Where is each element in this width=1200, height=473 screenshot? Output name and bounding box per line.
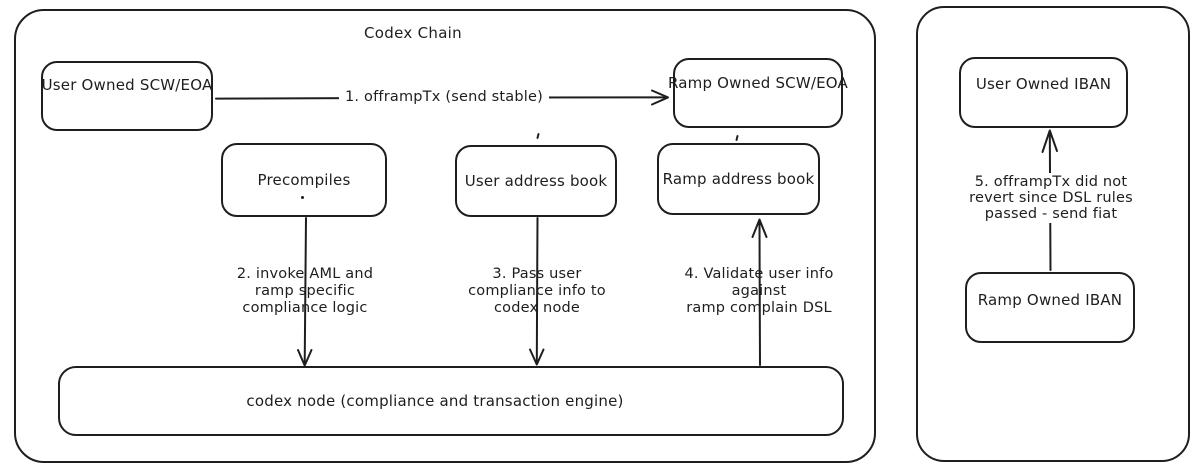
flow-label-4-line-2: against — [731, 283, 787, 299]
node-codex-node-label: codex node (compliance and transaction e… — [246, 392, 624, 410]
node-user-owned-iban: User Owned IBAN — [959, 57, 1128, 128]
node-ramp-owned-scw-eoa-label: Ramp Owned SCW/EOA — [667, 74, 849, 92]
flow-label-5-line-1: 5. offrampTx did not — [974, 174, 1128, 190]
codex-chain-panel — [14, 9, 876, 463]
node-user-owned-iban-label: User Owned IBAN — [975, 75, 1112, 93]
fiat-panel — [916, 6, 1190, 462]
flow-label-2: 2. invoke AML and ramp specific complian… — [237, 266, 373, 317]
stray-dot-precompiles — [301, 196, 304, 199]
flow-label-3-line-1: 3. Pass user — [492, 266, 582, 282]
flow-label-4-line-1: 4. Validate user info — [684, 266, 834, 282]
node-codex-node: codex node (compliance and transaction e… — [58, 366, 844, 436]
node-ramp-owned-iban: Ramp Owned IBAN — [965, 272, 1135, 343]
flow-label-4-line-3: ramp complain DSL — [686, 300, 832, 316]
flow-label-2-line-3: compliance logic — [242, 300, 368, 316]
node-ramp-address-book: Ramp address book — [657, 143, 820, 215]
flow-label-1: 1. offrampTx (send stable) — [338, 88, 550, 106]
node-user-address-book-label: User address book — [464, 172, 608, 190]
node-ramp-owned-iban-label: Ramp Owned IBAN — [977, 291, 1123, 309]
flow-label-2-line-1: 2. invoke AML and — [236, 266, 374, 282]
node-user-address-book: User address book — [455, 145, 617, 217]
flow-label-2-line-2: ramp specific — [254, 283, 356, 299]
node-precompiles-label: Precompiles — [257, 171, 351, 189]
node-user-owned-scw-eoa-label: User Owned SCW/EOA — [41, 76, 213, 94]
flow-label-3-line-3: codex node — [493, 300, 581, 316]
flow-label-5: 5. offrampTx did not revert since DSL ru… — [963, 173, 1139, 223]
node-user-owned-scw-eoa: User Owned SCW/EOA — [41, 61, 213, 131]
flow-label-3: 3. Pass user compliance info to codex no… — [468, 266, 606, 317]
node-ramp-address-book-label: Ramp address book — [662, 170, 815, 188]
codex-chain-title: Codex Chain — [364, 24, 462, 42]
flow-label-4: 4. Validate user info against ramp compl… — [684, 266, 833, 317]
flow-label-5-line-3: passed - send fiat — [984, 206, 1118, 222]
node-precompiles: Precompiles — [221, 143, 387, 217]
node-ramp-owned-scw-eoa: Ramp Owned SCW/EOA — [668, 58, 848, 128]
flow-label-3-line-2: compliance info to — [468, 283, 606, 299]
flow-label-5-line-2: revert since DSL rules — [969, 190, 1133, 206]
